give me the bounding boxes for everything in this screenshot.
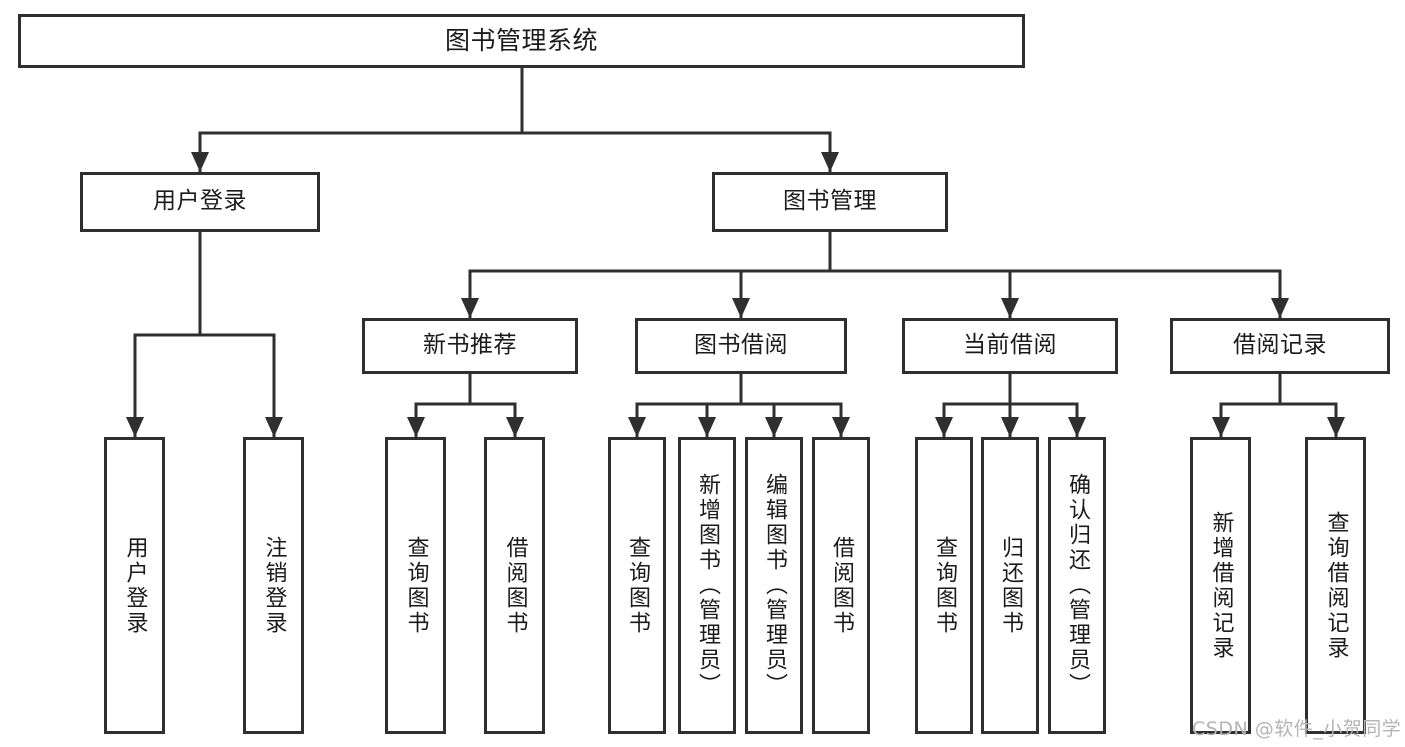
node-label-leaf-add-record: 新增借阅记录 bbox=[1208, 510, 1234, 661]
node-label-user-login: 用户登录 bbox=[153, 188, 247, 215]
node-new-book-rec: 新书推荐 bbox=[362, 318, 578, 374]
arrow-head-icon bbox=[765, 417, 783, 437]
node-label-leaf-query-book-1: 查询图书 bbox=[403, 535, 429, 636]
node-label-book-manage: 图书管理 bbox=[783, 188, 877, 215]
arrow-head-icon bbox=[628, 417, 646, 437]
node-user-login: 用户登录 bbox=[80, 172, 320, 232]
node-label-leaf-query-record: 查询借阅记录 bbox=[1323, 510, 1349, 661]
node-leaf-query-book-3: 查询图书 bbox=[915, 437, 973, 734]
arrow-head-icon bbox=[191, 152, 209, 172]
arrow-head-icon bbox=[506, 417, 524, 437]
arrow-head-icon bbox=[935, 417, 953, 437]
arrow-head-icon bbox=[265, 417, 283, 437]
node-leaf-logout: 注销登录 bbox=[243, 437, 304, 734]
arrow-head-icon bbox=[1001, 298, 1019, 318]
node-leaf-borrow-book-2: 借阅图书 bbox=[812, 437, 870, 734]
arrow-head-icon bbox=[1212, 417, 1230, 437]
arrow-head-icon bbox=[698, 417, 716, 437]
node-label-new-book-rec: 新书推荐 bbox=[423, 332, 517, 359]
node-label-leaf-add-book: 新增图书（管理员） bbox=[694, 473, 720, 698]
node-label-root: 图书管理系统 bbox=[444, 26, 598, 56]
arrow-head-icon bbox=[1271, 298, 1289, 318]
node-leaf-add-book: 新增图书（管理员） bbox=[678, 437, 736, 734]
node-leaf-query-book-1: 查询图书 bbox=[385, 437, 446, 734]
node-leaf-confirm-return: 确认归还（管理员） bbox=[1048, 437, 1106, 734]
node-book-manage: 图书管理 bbox=[712, 172, 948, 232]
arrow-head-icon bbox=[732, 298, 750, 318]
node-label-leaf-edit-book: 编辑图书（管理员） bbox=[761, 473, 787, 698]
node-leaf-borrow-book-1: 借阅图书 bbox=[484, 437, 545, 734]
node-label-leaf-logout: 注销登录 bbox=[261, 535, 287, 636]
arrow-head-icon bbox=[1001, 417, 1019, 437]
arrow-head-icon bbox=[821, 152, 839, 172]
arrow-head-icon bbox=[126, 417, 144, 437]
node-label-leaf-confirm-return: 确认归还（管理员） bbox=[1064, 473, 1090, 698]
arrow-head-icon bbox=[1068, 417, 1086, 437]
node-label-borrow-record: 借阅记录 bbox=[1233, 332, 1327, 359]
arrow-head-icon bbox=[1327, 417, 1345, 437]
node-leaf-add-record: 新增借阅记录 bbox=[1190, 437, 1251, 734]
node-label-leaf-query-book-3: 查询图书 bbox=[931, 535, 957, 636]
node-label-leaf-return-book: 归还图书 bbox=[997, 535, 1023, 636]
node-book-borrow: 图书借阅 bbox=[635, 318, 847, 374]
arrow-head-icon bbox=[461, 298, 479, 318]
node-root: 图书管理系统 bbox=[18, 14, 1025, 68]
node-borrow-record: 借阅记录 bbox=[1170, 318, 1390, 374]
node-leaf-query-record: 查询借阅记录 bbox=[1305, 437, 1366, 734]
node-label-leaf-borrow-book-1: 借阅图书 bbox=[502, 535, 528, 636]
node-label-current-borrow: 当前借阅 bbox=[963, 332, 1057, 359]
node-label-leaf-borrow-book-2: 借阅图书 bbox=[828, 535, 854, 636]
node-label-leaf-user-login: 用户登录 bbox=[122, 535, 148, 636]
node-leaf-return-book: 归还图书 bbox=[981, 437, 1039, 734]
node-leaf-user-login: 用户登录 bbox=[104, 437, 165, 734]
node-leaf-edit-book: 编辑图书（管理员） bbox=[745, 437, 803, 734]
node-leaf-query-book-2: 查询图书 bbox=[608, 437, 666, 734]
node-current-borrow: 当前借阅 bbox=[902, 318, 1118, 374]
node-label-leaf-query-book-2: 查询图书 bbox=[624, 535, 650, 636]
node-label-book-borrow: 图书借阅 bbox=[694, 332, 788, 359]
arrow-head-icon bbox=[832, 417, 850, 437]
arrow-head-icon bbox=[407, 417, 425, 437]
